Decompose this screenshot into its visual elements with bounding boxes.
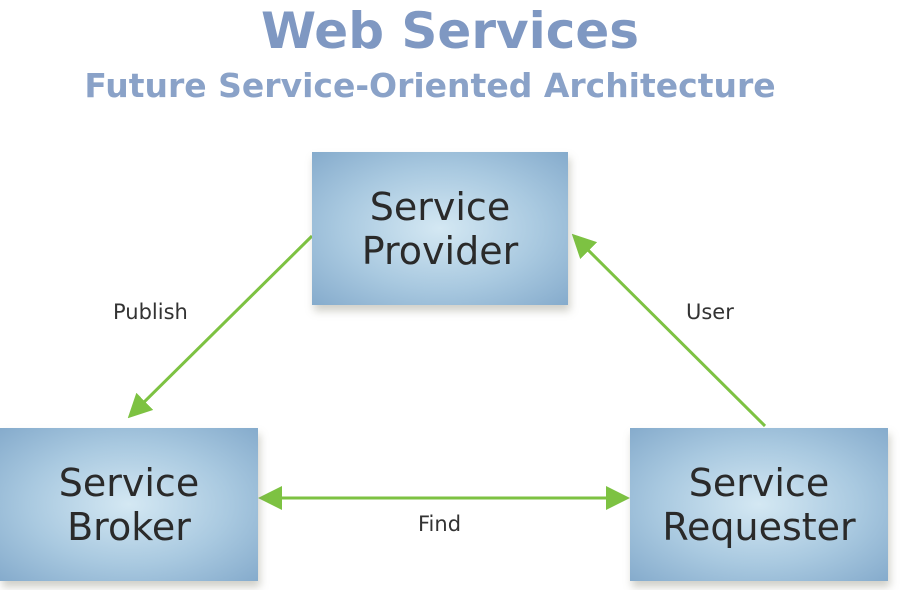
node-label: Service — [58, 460, 200, 505]
publish-label: Publish — [113, 300, 188, 324]
diagram-subtitle: Future Service-Oriented Architecture — [84, 66, 776, 105]
user-label: User — [686, 300, 734, 324]
node-label: Service — [688, 460, 830, 505]
service-requester-node: Service Requester — [630, 428, 888, 581]
find-label: Find — [418, 512, 462, 536]
node-label: Provider — [361, 228, 519, 273]
node-label: Broker — [67, 504, 191, 549]
publish-arrow — [127, 234, 314, 419]
service-provider-node: Service Provider — [312, 152, 568, 305]
service-broker-node: Service Broker — [0, 428, 258, 581]
user-arrow — [571, 233, 767, 428]
node-label: Requester — [662, 504, 856, 549]
diagram-title: Web Services — [260, 2, 640, 60]
node-label: Service — [369, 184, 511, 229]
